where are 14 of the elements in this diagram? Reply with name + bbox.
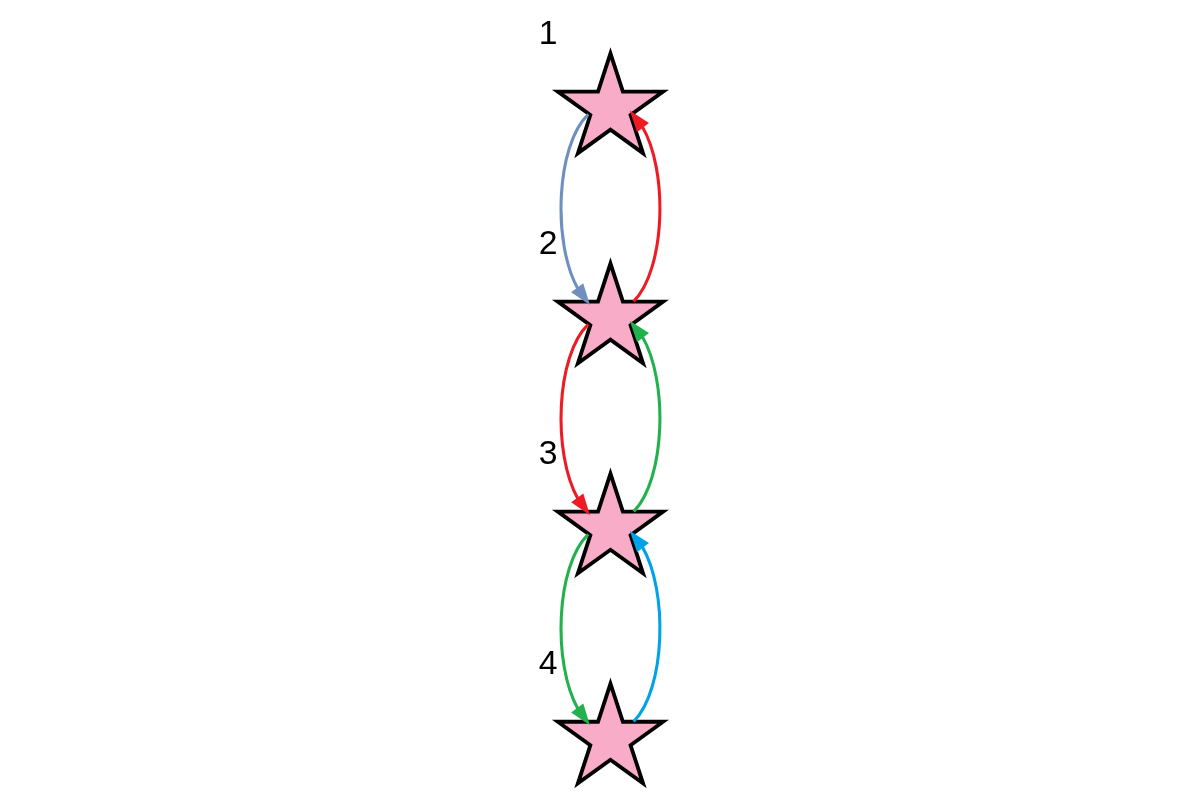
node-label: 3 (538, 432, 557, 471)
arrow (629, 110, 661, 303)
arrow (559, 533, 590, 726)
arrow (629, 320, 661, 513)
node-star (551, 257, 669, 369)
arrow (559, 113, 590, 306)
arrow (629, 530, 661, 723)
node-label: 4 (538, 642, 557, 681)
node-star (551, 47, 669, 159)
node-label: 2 (538, 222, 557, 261)
arrow (559, 323, 590, 516)
node-star (551, 467, 669, 579)
node-star (551, 677, 669, 789)
node-label: 1 (538, 12, 557, 51)
